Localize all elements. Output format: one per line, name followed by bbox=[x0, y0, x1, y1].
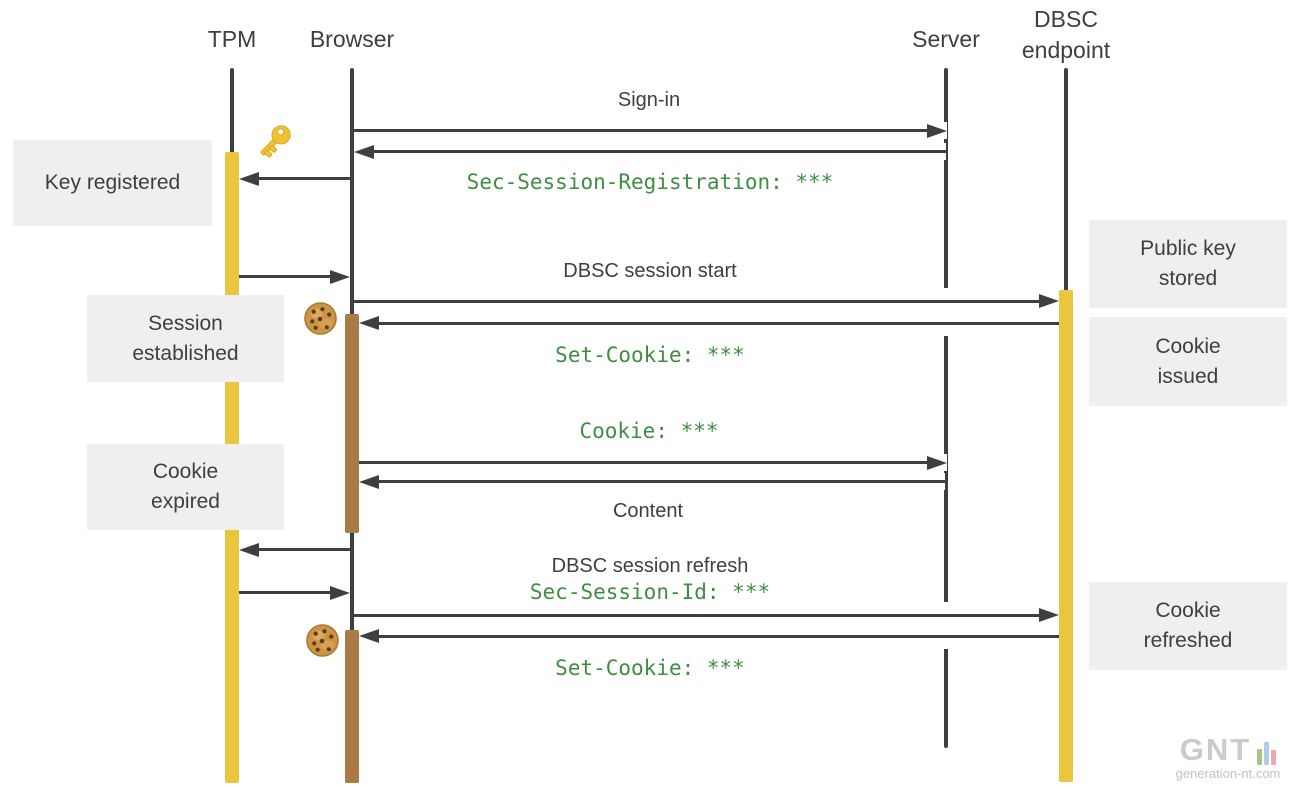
lifeline-server bbox=[944, 68, 948, 748]
note-line: Cookie bbox=[1155, 334, 1221, 358]
key-register-arrow bbox=[239, 170, 350, 187]
signed-refresh-arrow bbox=[239, 584, 350, 601]
arrow-shaft bbox=[379, 321, 1059, 325]
message-set-cookie-2: Set-Cookie: *** bbox=[555, 656, 745, 680]
arrow-shaft bbox=[239, 591, 330, 594]
arrow-shaft bbox=[359, 461, 927, 464]
set-cookie-refresh-arrow bbox=[359, 623, 1059, 649]
arrowhead-right-icon bbox=[927, 455, 947, 470]
arrow-shaft bbox=[239, 275, 330, 278]
arrow-shaft bbox=[259, 177, 350, 180]
arrow-shaft bbox=[379, 480, 945, 483]
arrowhead-left-icon bbox=[359, 316, 379, 330]
message-dbsc-session-start: DBSC session start bbox=[563, 260, 737, 282]
arrow-shaft bbox=[354, 613, 1039, 617]
activation-bar-browser-2 bbox=[345, 630, 359, 783]
arrow-shaft bbox=[374, 150, 946, 153]
content-response-arrow bbox=[359, 473, 945, 490]
message-content: Content bbox=[612, 500, 684, 522]
actor-label-browser: Browser bbox=[310, 24, 394, 55]
activation-bar-browser-1 bbox=[345, 314, 359, 533]
registration-response-arrow bbox=[354, 143, 946, 160]
refresh-sign-arrow bbox=[239, 541, 350, 558]
session-start-arrow bbox=[354, 288, 1059, 314]
note-line: Session bbox=[148, 311, 223, 335]
note-line: Public key bbox=[1140, 237, 1236, 260]
arrow-shaft bbox=[379, 634, 1059, 638]
arrowhead-left-icon bbox=[239, 171, 259, 186]
note-cookie-refreshed: Cookie refreshed bbox=[1089, 582, 1287, 670]
key-icon bbox=[260, 125, 291, 158]
sign-in-arrow bbox=[354, 122, 947, 139]
note-line: expired bbox=[151, 490, 220, 513]
arrowhead-right-icon bbox=[1039, 608, 1059, 622]
note-session-established: Session established bbox=[87, 295, 284, 382]
message-sec-session-id: Sec-Session-Id: *** bbox=[529, 580, 771, 604]
arrowhead-left-icon bbox=[359, 629, 379, 643]
watermark-site-url: generation-nt.com bbox=[1175, 766, 1281, 781]
arrowhead-left-icon bbox=[354, 144, 374, 159]
message-dbsc-session-refresh: DBSC session refresh bbox=[551, 555, 749, 577]
actor-server-line1: Server bbox=[912, 26, 980, 52]
arrowhead-right-icon bbox=[330, 269, 350, 284]
arrowhead-right-icon bbox=[330, 585, 350, 600]
actor-dbsc-line1: DBSC bbox=[1034, 6, 1098, 32]
note-cookie-issued: Cookie issued bbox=[1089, 317, 1287, 406]
equalizer-bar-green bbox=[1257, 749, 1263, 765]
message-sign-in: Sign-in bbox=[617, 89, 681, 111]
watermark-logo-text: GNT bbox=[1179, 732, 1252, 767]
activation-bar-dbsc-endpoint bbox=[1059, 290, 1073, 782]
equalizer-bar-red bbox=[1271, 750, 1277, 765]
note-line: issued bbox=[1157, 364, 1219, 388]
equalizer-bar-blue bbox=[1264, 742, 1270, 765]
actor-browser-line1: Browser bbox=[309, 26, 395, 52]
actor-tpm-line1: TPM bbox=[207, 26, 257, 52]
actor-label-dbsc-endpoint: DBSC endpoint bbox=[1022, 4, 1110, 66]
cookie-icon bbox=[304, 302, 337, 335]
arrow-shaft bbox=[259, 548, 350, 551]
note-cookie-expired: Cookie expired bbox=[87, 444, 284, 530]
watermark-equalizer-icon bbox=[1257, 742, 1277, 765]
actor-label-server: Server bbox=[912, 24, 980, 55]
set-cookie-arrow bbox=[359, 310, 1059, 336]
arrowhead-left-icon bbox=[359, 474, 379, 489]
note-line: stored bbox=[1158, 267, 1218, 290]
arrow-shaft bbox=[354, 299, 1039, 303]
watermark: GNT generation-nt.com bbox=[1168, 732, 1288, 781]
arrowhead-right-icon bbox=[1039, 294, 1059, 308]
key-registered-arrow bbox=[239, 268, 350, 285]
note-line: established bbox=[132, 341, 239, 365]
cookie-icon bbox=[306, 624, 339, 657]
actor-dbsc-line2: endpoint bbox=[1021, 37, 1111, 63]
note-line: Key registered bbox=[44, 171, 181, 194]
arrowhead-left-icon bbox=[239, 542, 259, 557]
arrowhead-right-icon bbox=[927, 123, 947, 138]
arrow-shaft bbox=[354, 129, 927, 132]
message-set-cookie-1: Set-Cookie: *** bbox=[555, 343, 745, 367]
note-public-key-stored: Public key stored bbox=[1089, 220, 1287, 308]
note-line: refreshed bbox=[1143, 629, 1233, 652]
note-line: Cookie bbox=[1155, 599, 1221, 622]
actor-label-tpm: TPM bbox=[208, 24, 257, 55]
message-sec-session-registration: Sec-Session-Registration: *** bbox=[466, 170, 834, 194]
note-line: Cookie bbox=[152, 460, 219, 483]
cookie-request-arrow bbox=[359, 454, 947, 471]
watermark-logo-row: GNT bbox=[1168, 732, 1288, 767]
note-key-registered: Key registered bbox=[13, 140, 212, 226]
message-cookie: Cookie: *** bbox=[579, 419, 719, 443]
